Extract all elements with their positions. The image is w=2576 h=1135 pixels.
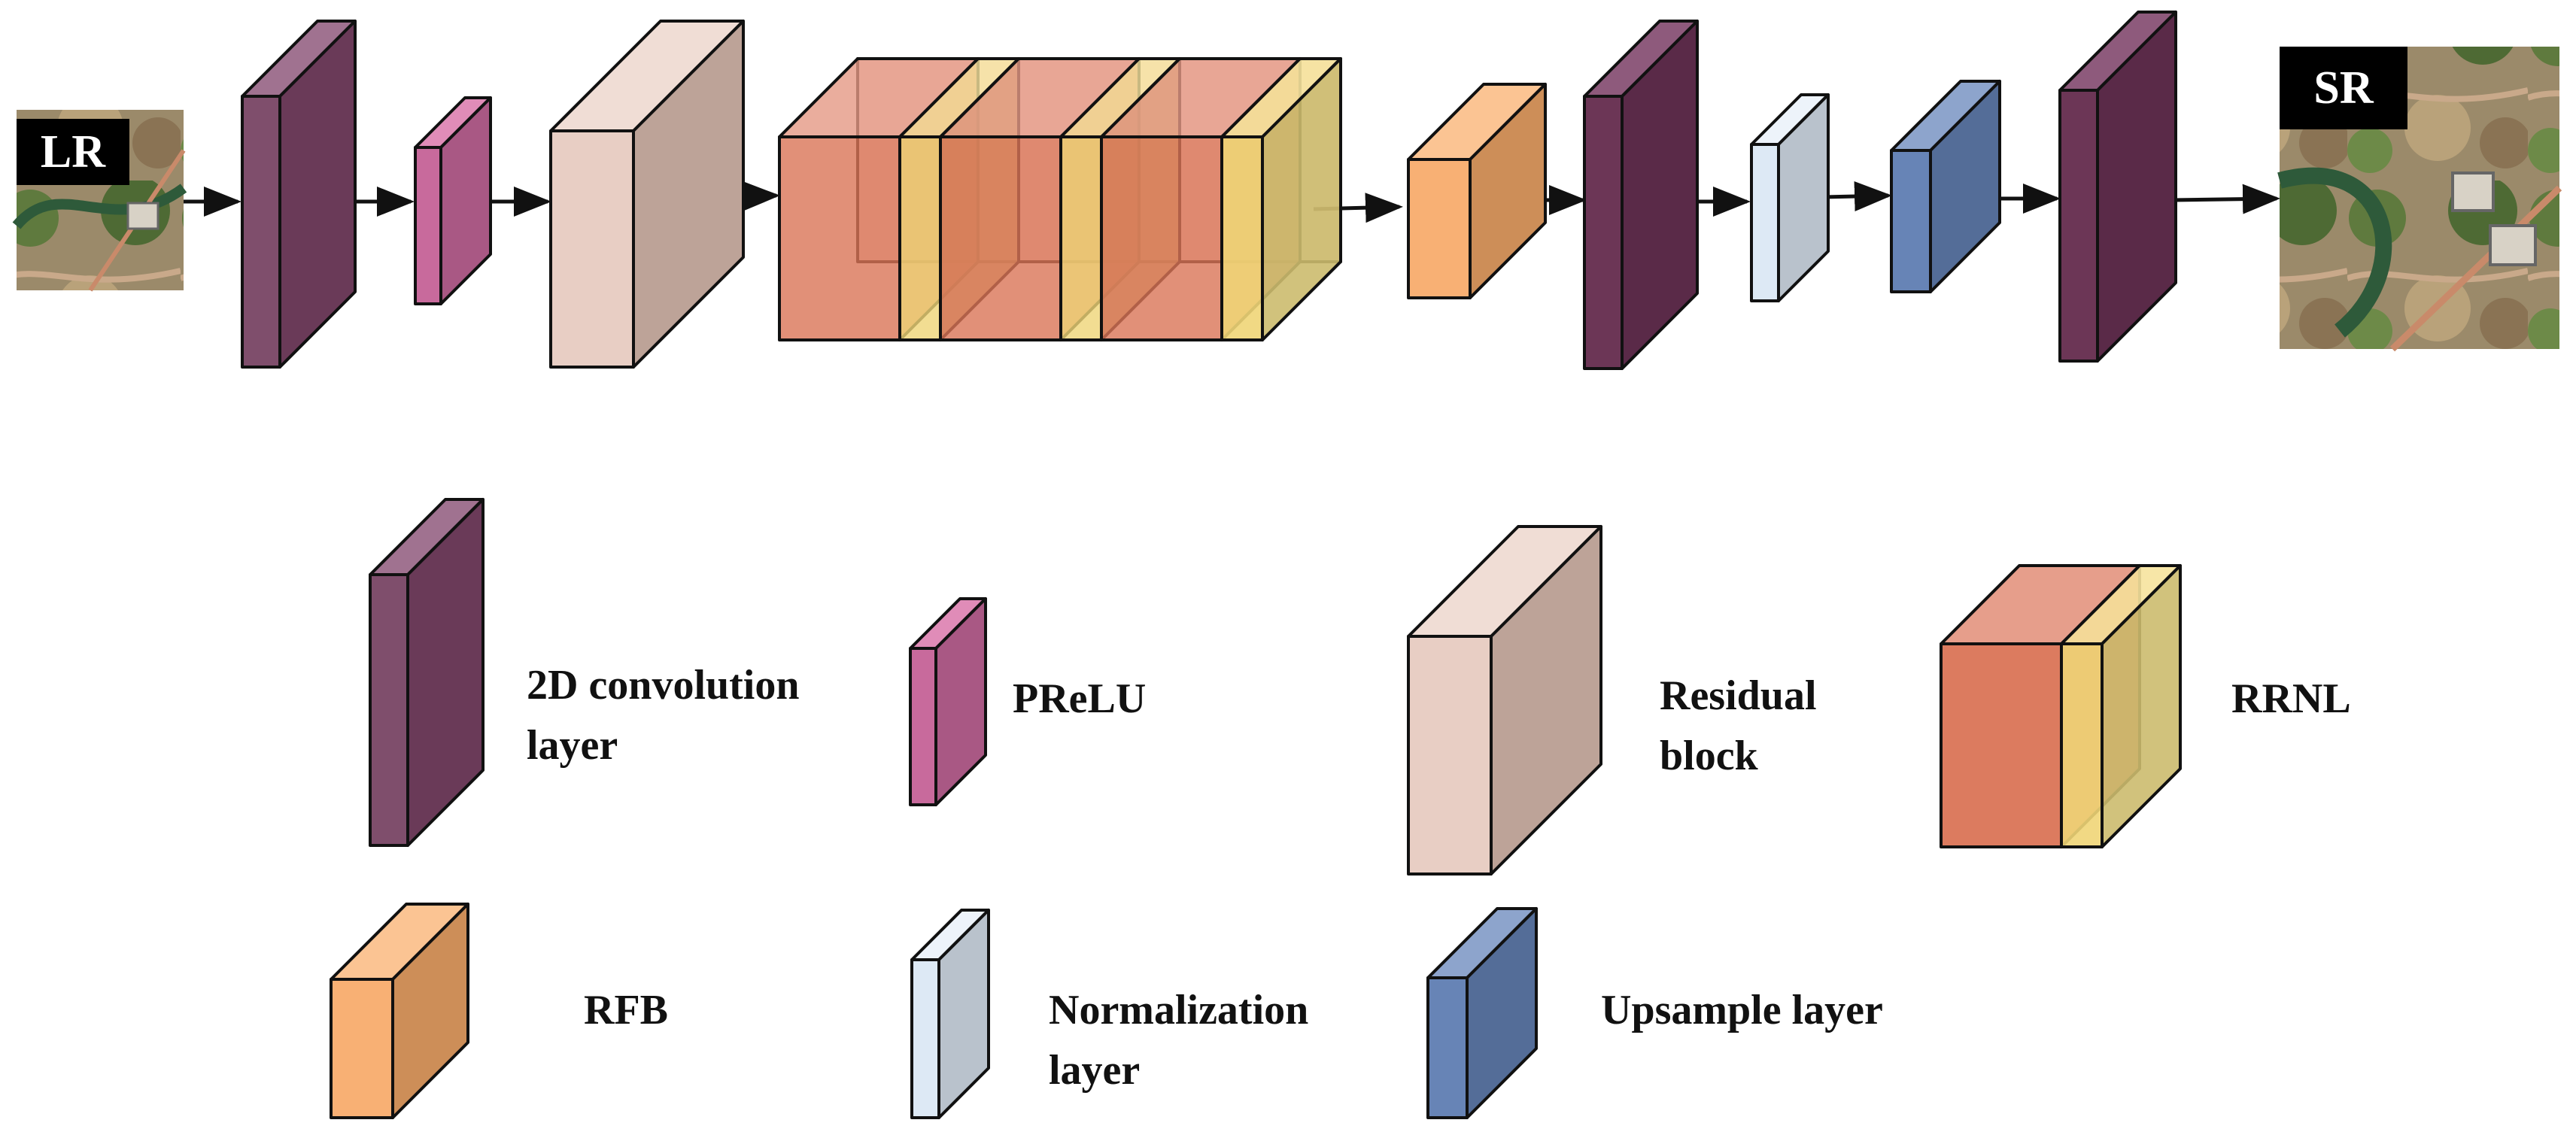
- sr-output-image: [2277, 47, 2562, 352]
- legend-prelu-icon: [909, 597, 987, 806]
- box-front-face: [1426, 976, 1469, 1119]
- arrow-norm-to-upsample: [1823, 181, 1892, 212]
- rrnl-stack-block: [778, 57, 1342, 341]
- box-front-face: [1890, 149, 1932, 293]
- box-front-face: [778, 135, 901, 341]
- box-front-face: [1059, 135, 1103, 341]
- legend-conv-label-line1: 2D convolution: [527, 662, 800, 709]
- legend-rrnl-icon: [1940, 564, 2182, 848]
- box-front-face: [2060, 642, 2104, 848]
- arrow-conv3-to-sr: [2172, 184, 2280, 214]
- box-front-face: [910, 958, 940, 1119]
- box-front-face: [1940, 642, 2063, 848]
- prelu-block: [414, 96, 492, 305]
- box-front-face: [1407, 635, 1493, 876]
- legend-rrnl-label: RRNL: [2231, 675, 2351, 722]
- box-front-face: [414, 146, 442, 305]
- legend-prelu-label: PReLU: [1013, 675, 1147, 722]
- legend-conv-label: 2D convolution layer: [527, 656, 800, 775]
- box-front-face: [1220, 135, 1264, 341]
- legend-norm-label-line1: Normalization: [1049, 987, 1309, 1033]
- legend-residual-label: Residual block: [1660, 666, 1817, 786]
- lr-tag: LR: [17, 119, 129, 185]
- box-front-face: [330, 978, 394, 1119]
- box-front-face: [1750, 143, 1780, 302]
- residual-block: [549, 20, 745, 369]
- box-front-face: [909, 647, 937, 806]
- rfb-block: [1407, 83, 1547, 299]
- conv-layer-block-3: [2058, 11, 2177, 363]
- rrnl-stack-backdrop: [778, 57, 1342, 341]
- box-front-face: [2058, 89, 2099, 363]
- box-front-face: [549, 129, 635, 369]
- legend-upsample-label: Upsample layer: [1601, 987, 1883, 1033]
- box-front-face: [1583, 95, 1624, 370]
- upsample-layer-block: [1890, 80, 2001, 293]
- box-front-face: [898, 135, 942, 341]
- legend-rfb-label: RFB: [584, 987, 668, 1033]
- legend-norm-icon: [910, 909, 990, 1119]
- box-front-face: [939, 135, 1062, 341]
- box-front-face: [1407, 158, 1472, 299]
- box-front-face: [241, 95, 281, 369]
- legend-conv-icon: [369, 498, 485, 847]
- legend-upsample-icon: [1426, 907, 1538, 1119]
- sr-tag: SR: [2280, 47, 2407, 129]
- legend-conv-label-line2: layer: [527, 721, 618, 769]
- legend-rfb-icon: [330, 903, 469, 1119]
- legend-norm-label: Normalization layer: [1049, 981, 1308, 1100]
- box-front-face: [369, 573, 409, 847]
- legend-residual-label-line1: Residual: [1660, 672, 1817, 719]
- conv-layer-block-2: [1583, 20, 1699, 370]
- box-front-face: [1100, 135, 1223, 341]
- legend-residual-label-line2: block: [1660, 732, 1758, 779]
- conv-layer-block-1: [241, 20, 357, 369]
- legend-norm-label-line2: layer: [1049, 1046, 1141, 1094]
- normalization-layer-block: [1750, 93, 1830, 302]
- legend-residual-icon: [1407, 525, 1602, 876]
